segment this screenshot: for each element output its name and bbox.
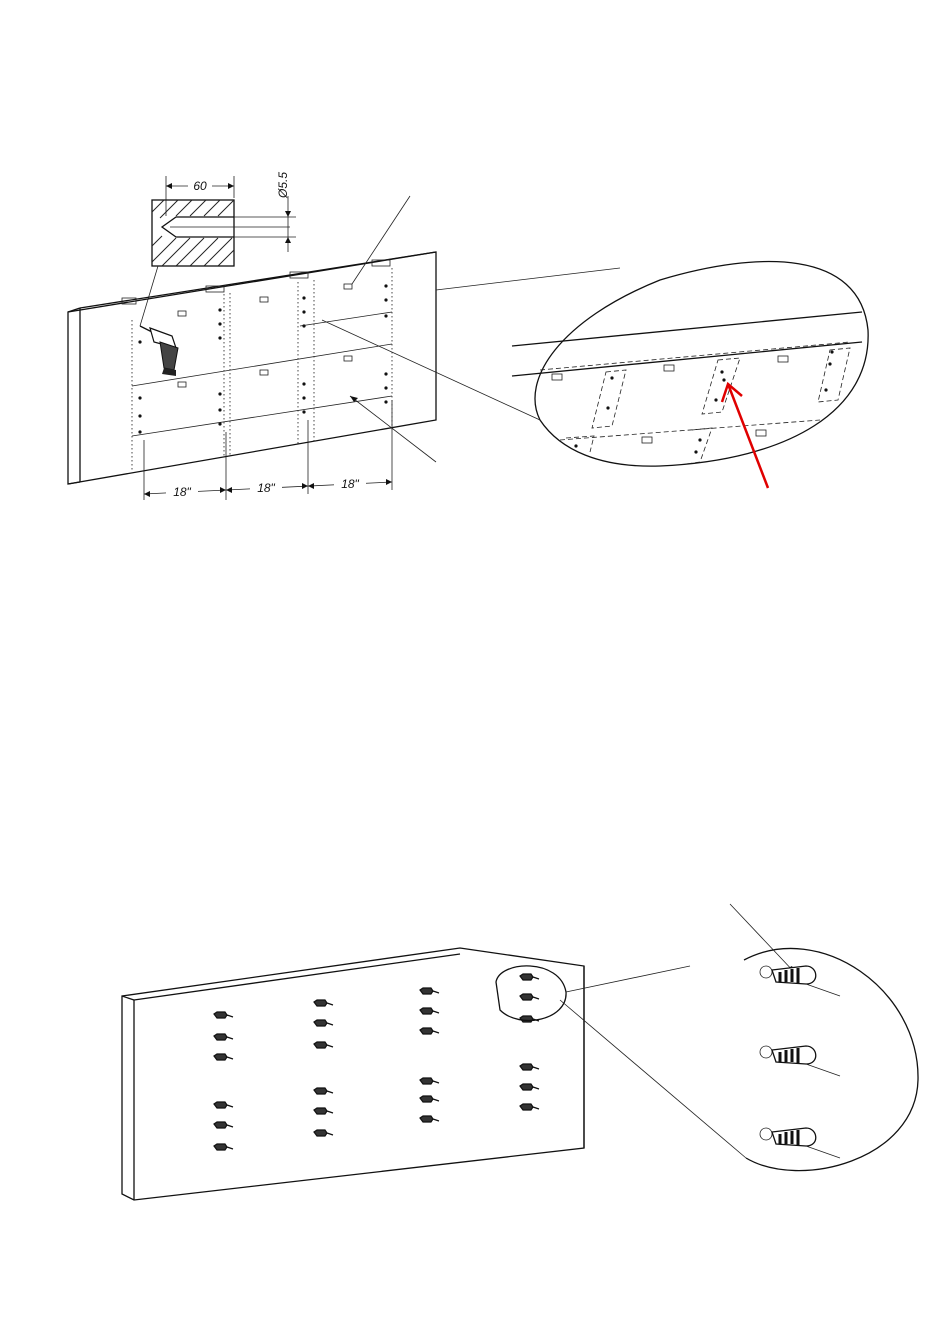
anchor-mark — [420, 1116, 439, 1122]
anchor-mark — [520, 994, 539, 1000]
anchor-magnifier — [496, 948, 918, 1170]
spacing-label-2: 18" — [257, 481, 275, 495]
wall-anchor-icon — [760, 966, 840, 1158]
anchor-mark — [520, 974, 539, 980]
anchor-mark — [420, 1078, 439, 1084]
drill-depth-label: 60 — [193, 179, 207, 193]
anchor-mark — [420, 1096, 439, 1102]
anchor-mark — [520, 1104, 539, 1110]
anchor-mark — [214, 1122, 233, 1128]
spacing-label-1: 18" — [173, 485, 191, 499]
anchor-mark — [214, 1144, 233, 1150]
anchor-mark — [520, 1084, 539, 1090]
anchor-mark — [520, 1064, 539, 1070]
anchor-mark — [420, 1008, 439, 1014]
anchor-mark — [420, 988, 439, 994]
anchor-mark — [214, 1012, 233, 1018]
anchor-mark — [420, 1028, 439, 1034]
bottom-figure — [122, 904, 918, 1200]
section-hatching — [152, 200, 234, 266]
anchor-mark — [214, 1034, 233, 1040]
anchor-mark — [314, 1020, 333, 1026]
anchor-mark — [214, 1054, 233, 1060]
anchor-mark — [314, 1130, 333, 1136]
anchor-mark — [314, 1108, 333, 1114]
headboard-panel — [68, 252, 436, 484]
spacing-label-3: 18" — [341, 477, 359, 491]
anchor-mark — [214, 1102, 233, 1108]
drill-hole-detail: 60 Ø5.5 — [140, 172, 296, 326]
anchor-mark — [314, 1042, 333, 1048]
top-figure: 60 Ø5.5 — [68, 172, 868, 500]
anchor-mark — [314, 1000, 333, 1006]
magnified-detail — [322, 262, 868, 467]
wall-board — [122, 948, 584, 1200]
anchor-leader — [730, 904, 796, 974]
drill-icon — [140, 326, 178, 376]
drill-diameter-label: Ø5.5 — [276, 172, 290, 199]
anchor-mark — [314, 1088, 333, 1094]
anchor-group — [214, 974, 539, 1150]
